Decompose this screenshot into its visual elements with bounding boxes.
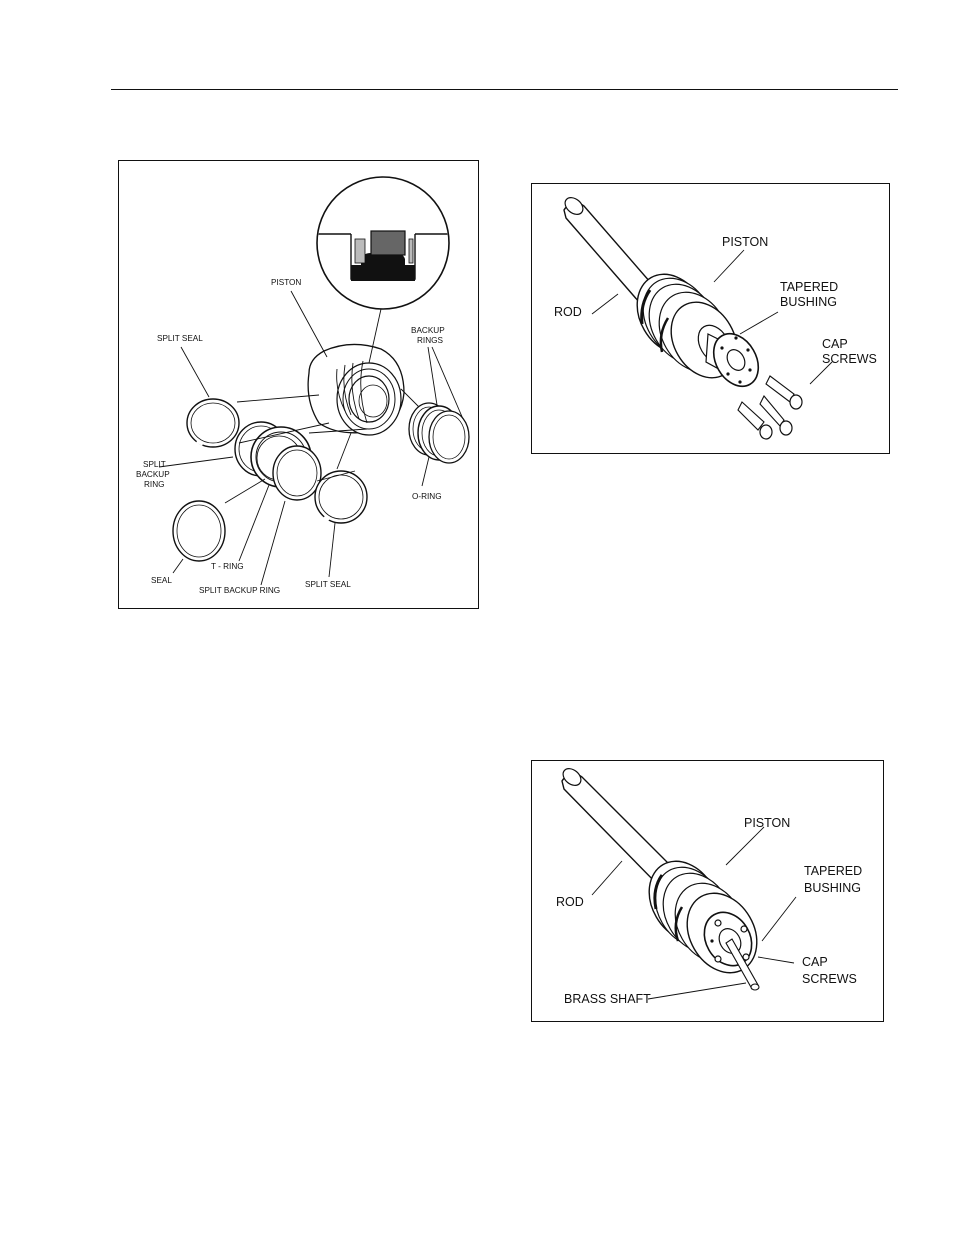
seal-diagram-svg: PISTON SPLIT SEAL BACKUP RINGS SPLIT BAC… — [119, 161, 480, 610]
fig2-label-rod: ROD — [554, 305, 582, 319]
fig3-label-tapered-1: TAPERED — [804, 864, 862, 878]
label-split-backup-1: SPLIT — [143, 460, 166, 469]
label-split-backup-bottom: SPLIT BACKUP RING — [199, 586, 280, 595]
label-split-backup-3: RING — [144, 480, 164, 489]
fig2-label-tapered-1: TAPERED — [780, 280, 838, 294]
fig3-label-cap-1: CAP — [802, 955, 828, 969]
split-seal-top-ring — [187, 399, 239, 447]
fig3-label-brass-shaft: BRASS SHAFT — [564, 992, 651, 1006]
fig3-label-piston: PISTON — [744, 816, 790, 830]
fig3-label-rod: ROD — [556, 895, 584, 909]
label-o-ring: O-RING — [412, 492, 442, 501]
piston-rod-brass-shaft-diagram: PISTON ROD TAPERED BUSHING CAP SCREWS BR… — [531, 760, 884, 1022]
split-seal-bottom-ring — [315, 471, 367, 523]
header-rule — [111, 89, 898, 90]
label-backup-rings-2: RINGS — [417, 336, 443, 345]
fig2-label-piston: PISTON — [722, 235, 768, 249]
label-seal: SEAL — [151, 576, 172, 585]
piston-drawing — [308, 344, 404, 435]
seal-detail-magnifier — [309, 177, 459, 309]
piston-rod-svg-1: PISTON ROD TAPERED BUSHING CAP SCREWS — [532, 184, 891, 455]
fig3-label-tapered-2: BUSHING — [804, 881, 861, 895]
seal-ring-drawing — [173, 501, 225, 561]
label-backup-rings-1: BACKUP — [411, 326, 445, 335]
fig2-label-cap-1: CAP — [822, 337, 848, 351]
label-piston: PISTON — [271, 278, 301, 287]
label-t-ring: T - RING — [211, 562, 244, 571]
fig3-label-cap-2: SCREWS — [802, 972, 857, 986]
label-split-seal-bottom: SPLIT SEAL — [305, 580, 351, 589]
label-split-backup-2: BACKUP — [136, 470, 170, 479]
seal-exploded-diagram: PISTON SPLIT SEAL BACKUP RINGS SPLIT BAC… — [118, 160, 479, 609]
fig2-label-cap-2: SCREWS — [822, 352, 877, 366]
piston-rod-disassembly-diagram: PISTON ROD TAPERED BUSHING CAP SCREWS — [531, 183, 890, 454]
split-backup-ring-right — [273, 446, 321, 500]
fig2-label-tapered-2: BUSHING — [780, 295, 837, 309]
piston-rod-svg-2: PISTON ROD TAPERED BUSHING CAP SCREWS BR… — [532, 761, 885, 1023]
label-split-seal-top: SPLIT SEAL — [157, 334, 203, 343]
